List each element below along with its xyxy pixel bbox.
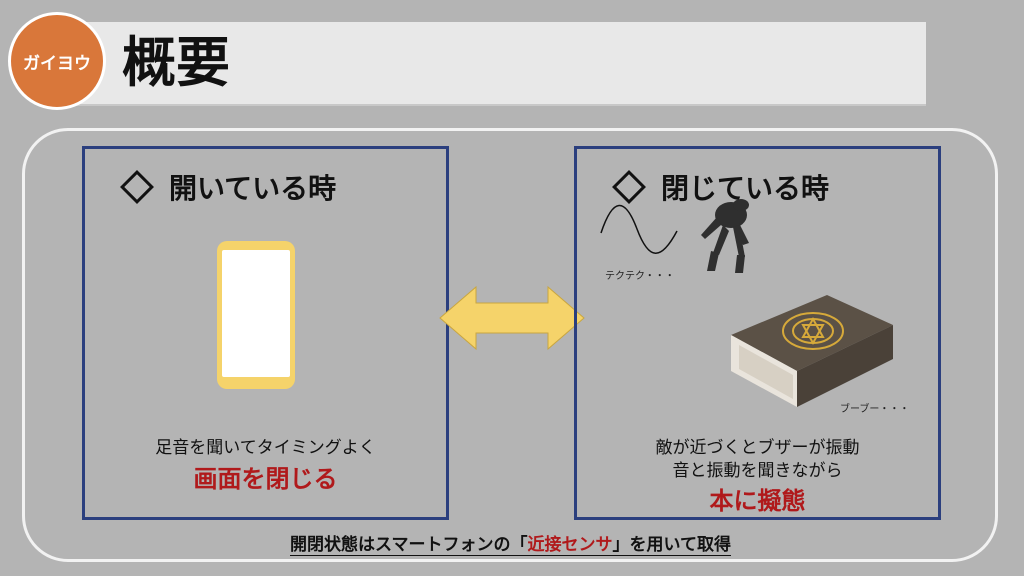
smartphone-icon [217, 241, 295, 389]
title-bar [50, 22, 926, 106]
closed-state-heading: 閉じている時 [612, 167, 830, 207]
closed-state-emphasis: 本に擬態 [709, 487, 806, 515]
open-state-emphasis: 画面を閉じる [193, 465, 338, 493]
buzzer-sfx: ブーブー・・・ [840, 404, 910, 415]
footer-note: 開閉状態はスマートフォンの「近接センサ」を用いて取得 [290, 530, 731, 556]
closed-state-caption-2: 音と振動を聞きながら [672, 461, 843, 481]
footer-note-before: 開閉状態はスマートフォンの「 [290, 535, 528, 555]
open-state-caption: 足音を聞いてタイミングよく [155, 438, 376, 458]
open-state-heading-text: 開いている時 [169, 172, 337, 205]
page-title: 概要 [122, 31, 230, 94]
open-state-heading: 開いている時 [120, 167, 337, 207]
monster-icon [701, 199, 749, 273]
phone-screen [222, 250, 290, 377]
closed-state-heading-text: 閉じている時 [661, 172, 830, 205]
book-icon [731, 295, 893, 407]
footer-note-highlight: 近接センサ [527, 535, 613, 555]
closed-state-caption-1: 敵が近づくとブザーが振動 [655, 438, 860, 458]
closed-state-panel: 閉じている時 テクテク・・・ ブーブー・・・ 敵が近づくとブザーが振動 音と [574, 146, 941, 520]
content-frame [22, 128, 998, 562]
open-state-panel: 開いている時 足音を聞いてタイミングよく 画面を閉じる [82, 146, 449, 520]
sound-wave-icon [600, 204, 678, 254]
topic-badge: ガイヨウ [8, 12, 106, 110]
footsteps-sfx: テクテク・・・ [605, 271, 675, 282]
double-arrow-icon [439, 285, 585, 351]
footer-note-after: 」を用いて取得 [612, 535, 732, 555]
diamond-icon [612, 170, 646, 204]
diamond-icon [120, 170, 154, 204]
